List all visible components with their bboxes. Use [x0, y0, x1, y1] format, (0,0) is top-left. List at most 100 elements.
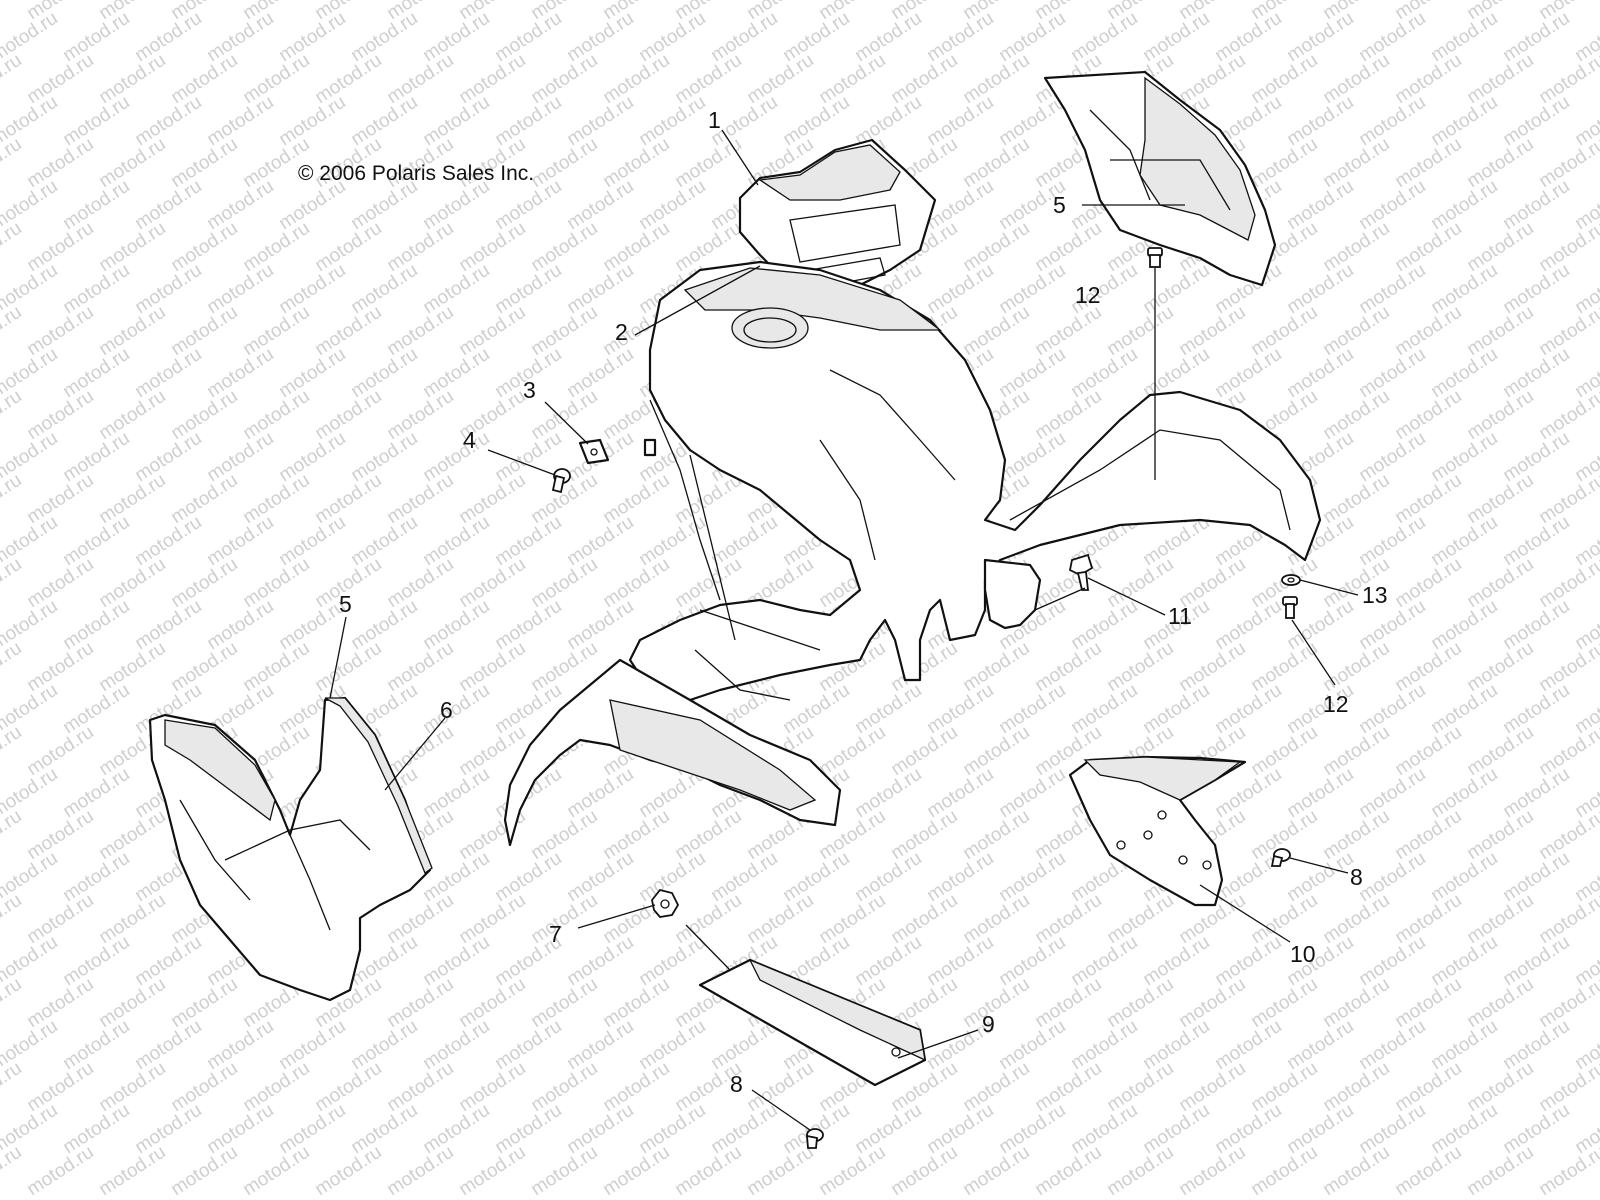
watermark-text: motod.ru	[1391, 470, 1465, 528]
watermark-text: motod.ru	[275, 1016, 349, 1074]
watermark-text: motod.ru	[1463, 134, 1537, 192]
watermark-text: motod.ru	[1463, 554, 1537, 612]
watermark-text: motod.ru	[311, 470, 385, 528]
callout-8-right: 8	[1350, 864, 1363, 890]
watermark-text: motod.ru	[419, 428, 493, 486]
watermark-text: motod.ru	[1499, 428, 1573, 486]
part-8-screw-bottom	[806, 1128, 824, 1149]
watermark-text: motod.ru	[1031, 302, 1105, 360]
watermark-text: motod.ru	[491, 1016, 565, 1074]
watermark-text: motod.ru	[887, 806, 961, 864]
watermark-text: motod.ru	[815, 890, 889, 948]
watermark-text: motod.ru	[527, 134, 601, 192]
watermark-text: motod.ru	[1283, 848, 1357, 906]
watermark-text: motod.ru	[1463, 890, 1537, 948]
watermark-text: motod.ru	[1499, 932, 1573, 990]
watermark-text: motod.ru	[23, 470, 97, 528]
watermark-text: motod.ru	[563, 1100, 637, 1158]
watermark-text: motod.ru	[1355, 680, 1429, 738]
watermark-text: motod.ru	[1211, 1016, 1285, 1074]
watermark-text: motod.ru	[0, 806, 26, 864]
watermark-text: motod.ru	[59, 764, 133, 822]
watermark-text: motod.ru	[131, 1016, 205, 1074]
watermark-text: motod.ru	[779, 848, 853, 906]
watermark-text: motod.ru	[23, 302, 97, 360]
watermark-text: motod.ru	[1139, 8, 1213, 66]
watermark-text: motod.ru	[1463, 470, 1537, 528]
watermark-text: motod.ru	[995, 764, 1069, 822]
watermark-text: motod.ru	[707, 848, 781, 906]
watermark-text: motod.ru	[1031, 1058, 1105, 1116]
watermark-text: motod.ru	[959, 722, 1033, 780]
watermark-text: motod.ru	[347, 260, 421, 318]
watermark-text: motod.ru	[563, 764, 637, 822]
callout-9: 9	[982, 1011, 995, 1037]
part-6-strip	[324, 697, 433, 875]
watermark-text: motod.ru	[1391, 386, 1465, 444]
part-5-footwell-left	[148, 696, 432, 1002]
watermark-text: motod.ru	[1535, 722, 1600, 780]
watermark-text: motod.ru	[527, 218, 601, 276]
watermark-text: motod.ru	[167, 386, 241, 444]
watermark-text: motod.ru	[491, 1100, 565, 1158]
watermark-text: motod.ru	[1427, 932, 1501, 990]
watermark-text: motod.ru	[707, 8, 781, 66]
callout-labels: 1 2 3 4 5 5 6 7 8 8 9 10 11 12 12 13	[339, 107, 1388, 1097]
watermark-text: motod.ru	[0, 0, 26, 24]
watermark-text: motod.ru	[599, 470, 673, 528]
watermark-text: motod.ru	[95, 134, 169, 192]
watermark-text: motod.ru	[59, 680, 133, 738]
watermark-text: motod.ru	[923, 1100, 997, 1158]
watermark-text: motod.ru	[1355, 176, 1429, 234]
watermark-text: motod.ru	[1391, 806, 1465, 864]
part-3-clip	[578, 438, 610, 465]
watermark-text: motod.ru	[923, 932, 997, 990]
watermark-text: motod.ru	[1463, 50, 1537, 108]
watermark-text: motod.ru	[1427, 848, 1501, 906]
watermark-text: motod.ru	[1427, 92, 1501, 150]
watermark-text: motod.ru	[0, 134, 26, 192]
watermark-text: motod.ru	[419, 260, 493, 318]
watermark-text: motod.ru	[95, 806, 169, 864]
watermark-text: motod.ru	[923, 8, 997, 66]
watermark-text: motod.ru	[995, 848, 1069, 906]
watermark-text: motod.ru	[1499, 260, 1573, 318]
watermark-text: motod.ru	[239, 50, 313, 108]
callout-1: 1	[708, 107, 721, 133]
watermark-text: motod.ru	[1283, 92, 1357, 150]
watermark-text: motod.ru	[203, 8, 277, 66]
watermark-text: motod.ru	[1391, 554, 1465, 612]
watermark-text: motod.ru	[1535, 50, 1600, 108]
watermark-text: motod.ru	[59, 1016, 133, 1074]
watermark-text: motod.ru	[455, 218, 529, 276]
watermark-text: motod.ru	[239, 1058, 313, 1116]
watermark-text: motod.ru	[0, 1058, 26, 1116]
watermark-text: motod.ru	[1535, 554, 1600, 612]
watermark-text: motod.ru	[347, 92, 421, 150]
watermark-text: motod.ru	[455, 890, 529, 948]
watermark-text: motod.ru	[23, 974, 97, 1032]
callout-4: 4	[463, 427, 476, 453]
watermark-text: motod.ru	[1175, 1058, 1249, 1116]
watermark-text: motod.ru	[1355, 1100, 1429, 1158]
watermark-text: motod.ru	[203, 596, 277, 654]
watermark-text: motod.ru	[455, 974, 529, 1032]
watermark-text: motod.ru	[815, 50, 889, 108]
watermark-text: motod.ru	[1175, 974, 1249, 1032]
callout-3: 3	[523, 377, 536, 403]
watermark-text: motod.ru	[239, 638, 313, 696]
watermark-text: motod.ru	[599, 806, 673, 864]
watermark-text: motod.ru	[887, 722, 961, 780]
watermark-text: motod.ru	[1247, 638, 1321, 696]
watermark-text: motod.ru	[1319, 890, 1393, 948]
watermark-text: motod.ru	[95, 974, 169, 1032]
watermark-text: motod.ru	[419, 680, 493, 738]
leader-lines	[329, 129, 1359, 1131]
watermark-text: motod.ru	[599, 974, 673, 1032]
watermark-text: motod.ru	[131, 92, 205, 150]
watermark-text: motod.ru	[59, 512, 133, 570]
watermark-text: motod.ru	[203, 1016, 277, 1074]
watermark-text: motod.ru	[1319, 470, 1393, 528]
watermark-text: motod.ru	[1031, 1142, 1105, 1200]
